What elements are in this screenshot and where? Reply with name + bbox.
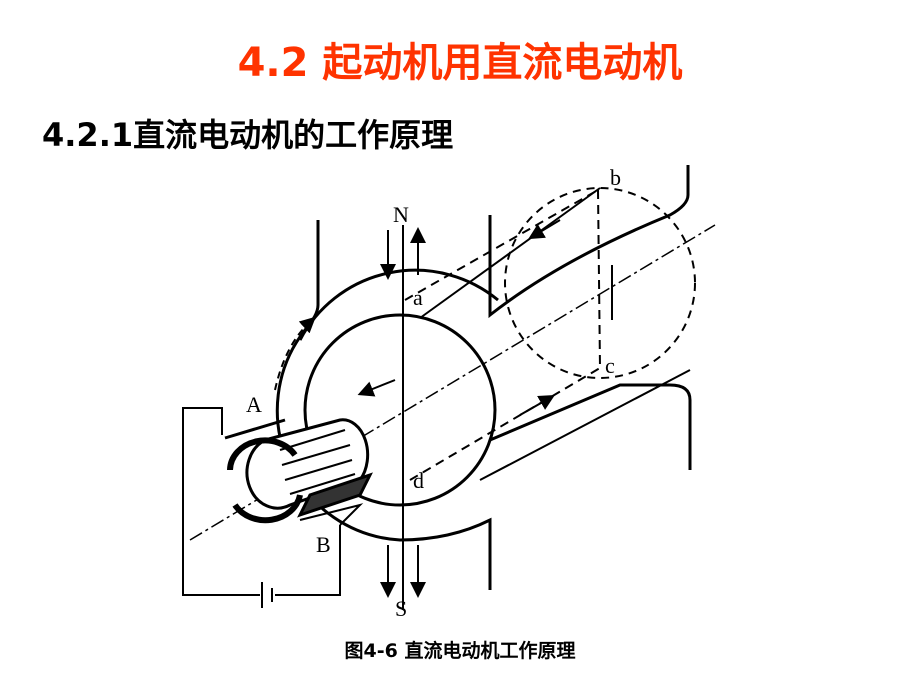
rotor-back bbox=[504, 187, 696, 379]
label-B: B bbox=[316, 532, 331, 557]
cylinder-bottom bbox=[479, 369, 691, 481]
slide-title: 4.2 起动机用直流电动机 bbox=[237, 40, 683, 86]
label-N: N bbox=[393, 202, 409, 227]
section-heading: 4.2.1直流电动机的工作原理 bbox=[42, 116, 454, 154]
right-pole-bottom bbox=[489, 383, 692, 470]
label-a: a bbox=[413, 285, 423, 310]
label-A: A bbox=[246, 392, 262, 417]
right-pole-top bbox=[488, 165, 690, 319]
coil-top bbox=[404, 189, 599, 301]
coil-bottom bbox=[409, 367, 601, 481]
label-S: S bbox=[395, 596, 407, 621]
label-b: b bbox=[610, 165, 621, 190]
circuit-wire bbox=[182, 407, 341, 596]
coil-bc bbox=[597, 189, 601, 369]
cylinder-top bbox=[419, 187, 601, 319]
brush-A bbox=[224, 418, 286, 440]
label-c: c bbox=[605, 353, 615, 378]
pole-arc bbox=[298, 268, 499, 341]
label-d: d bbox=[413, 468, 424, 493]
figure-caption: 图4-6 直流电动机工作原理 bbox=[344, 640, 576, 662]
brush-B bbox=[297, 472, 373, 518]
rotor-front bbox=[303, 313, 497, 507]
